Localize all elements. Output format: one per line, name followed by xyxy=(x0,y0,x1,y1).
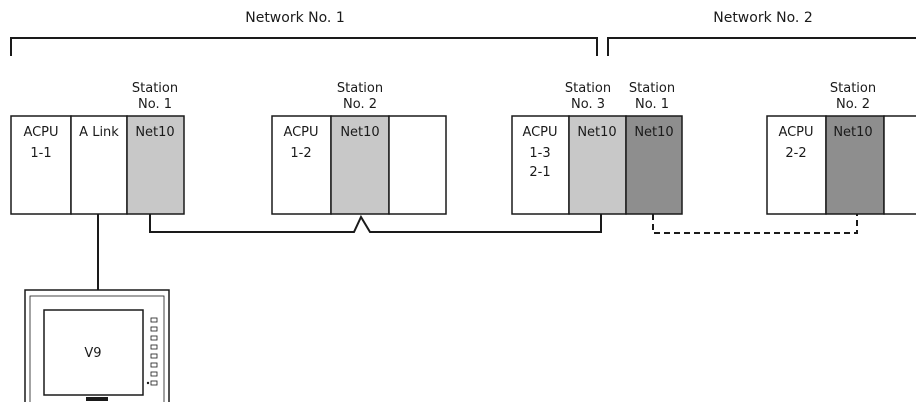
plc-2: ACPU 1-2 Net10 xyxy=(271,115,447,215)
plc-3-net10-label-a: Net10 xyxy=(577,125,616,140)
plc-3-net10-module-network-2 xyxy=(625,115,683,215)
plc-1-net10-label: Net10 xyxy=(135,125,174,140)
hmi-screen xyxy=(43,309,144,396)
plc-2-net10-module xyxy=(330,115,390,215)
plc-1-alink-label: A Link xyxy=(79,125,119,140)
plc-4-empty-slot xyxy=(883,115,916,215)
plc-1-alink-module xyxy=(70,115,128,215)
plc-1-net10-module xyxy=(126,115,185,215)
plc-3: ACPU 1-3 2-1 Net10 Net10 xyxy=(511,115,683,215)
hmi-side-button-2 xyxy=(150,326,158,332)
hmi-side-button-1 xyxy=(150,317,158,323)
network-2-station-1-label-line2: No. 1 xyxy=(635,97,669,112)
hmi-side-button-8 xyxy=(150,380,158,386)
network-2-station-2-label-line2: No. 2 xyxy=(836,97,870,112)
hmi-label: V9 xyxy=(84,346,101,361)
plc-4-net10-module xyxy=(825,115,885,215)
plc-2-empty-slot xyxy=(388,115,447,215)
plc-3-cpu-label-line2: 1-3 xyxy=(529,146,550,161)
hmi-inner-bezel xyxy=(29,295,165,402)
plc-3-cpu-module xyxy=(511,115,570,215)
plc-4-cpu-label-line1: ACPU xyxy=(778,125,813,140)
station-2-label-line1: Station xyxy=(337,81,383,96)
plc-4-cpu-label-line2: 2-2 xyxy=(785,146,806,161)
network-2-bracket xyxy=(607,37,916,56)
hmi-side-button-4 xyxy=(150,344,158,350)
plc-3-net10-label-b: Net10 xyxy=(634,125,673,140)
network-2-title: Network No. 2 xyxy=(713,10,813,26)
plc-2-cpu-label-line2: 1-2 xyxy=(290,146,311,161)
plc-4-cpu-module xyxy=(766,115,827,215)
station-1-label-line1: Station xyxy=(132,81,178,96)
plc-1-cpu-label-line1: ACPU xyxy=(23,125,58,140)
network-2-station-1-label-line1: Station xyxy=(629,81,675,96)
plc-2-cpu-label-line1: ACPU xyxy=(283,125,318,140)
network-1-bracket xyxy=(10,37,598,56)
station-1-label-line2: No. 1 xyxy=(138,97,172,112)
plc-2-net10-label: Net10 xyxy=(340,125,379,140)
plc-4-net10-label: Net10 xyxy=(833,125,872,140)
station-3-label-line1: Station xyxy=(565,81,611,96)
hmi-bottom-slot xyxy=(86,397,108,401)
plc-1-cpu-module xyxy=(10,115,72,215)
hmi-side-button-6 xyxy=(150,362,158,368)
network-2-cable xyxy=(652,214,858,234)
hmi-side-button-3 xyxy=(150,335,158,341)
network-1-cable xyxy=(149,214,602,233)
station-3-label-line2: No. 3 xyxy=(571,97,605,112)
plc-3-cpu-label-line3: 2-1 xyxy=(529,165,550,180)
hmi-status-led xyxy=(146,381,150,385)
plc-4: ACPU 2-2 Net10 xyxy=(766,115,916,215)
plc-3-net10-module-network-1 xyxy=(568,115,627,215)
plc-1-cpu-label-line2: 1-1 xyxy=(30,146,51,161)
hmi-side-button-5 xyxy=(150,353,158,359)
network-2-station-2-label-line1: Station xyxy=(830,81,876,96)
plc-3-cpu-label-line1: ACPU xyxy=(522,125,557,140)
hmi-v9-panel: V9 xyxy=(24,289,170,402)
network-1-title: Network No. 1 xyxy=(245,10,345,26)
hmi-side-button-7 xyxy=(150,371,158,377)
plc-1: ACPU 1-1 A Link Net10 xyxy=(10,115,185,215)
station-2-label-line2: No. 2 xyxy=(343,97,377,112)
